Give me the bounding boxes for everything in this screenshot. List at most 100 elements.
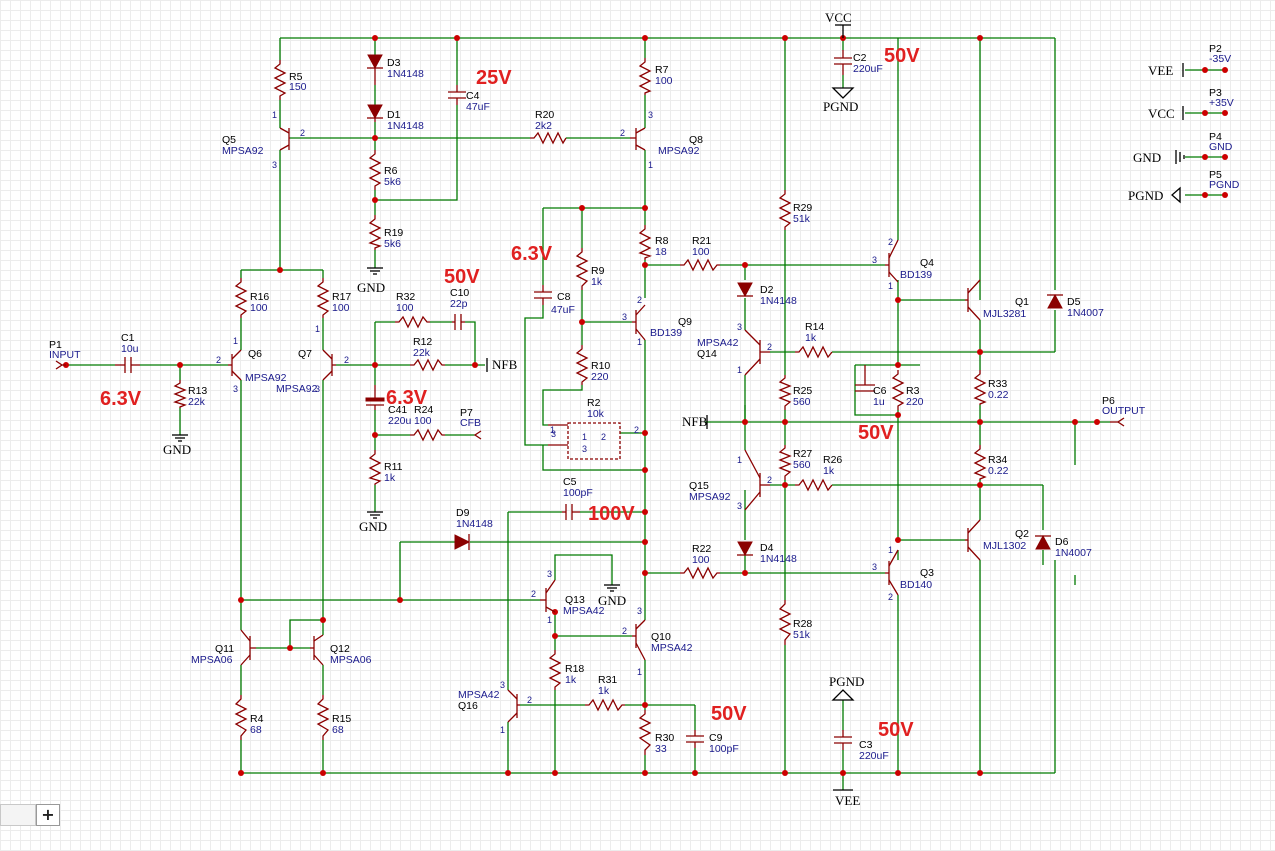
q11-value: MPSA06: [191, 654, 233, 666]
p6-ref: P6: [1102, 395, 1115, 407]
r24-ref: R24: [414, 404, 433, 416]
q7-ref: Q7: [298, 348, 312, 360]
q13-ref: Q13: [565, 594, 585, 606]
p2-name: -35V: [1209, 53, 1231, 65]
p7-name: CFB: [460, 417, 481, 429]
capacitor-symbols: [115, 50, 875, 750]
p2-net: VEE: [1148, 63, 1173, 78]
r27-value: 560: [793, 459, 811, 471]
r8-ref: R8: [655, 235, 669, 247]
q16-value: MPSA42: [458, 689, 500, 701]
gnd-label-3: GND: [359, 519, 387, 534]
volt-63v-3: 6.3V: [386, 387, 428, 409]
d2-value: 1N4148: [760, 295, 797, 307]
d9-ref: D9: [456, 507, 470, 519]
q6-ref: Q6: [248, 348, 262, 360]
r22-ref: R22: [692, 543, 711, 555]
volt-50v-1: 50V: [884, 45, 920, 67]
r6-value: 5k6: [384, 176, 401, 188]
volt-63v-1: 6.3V: [511, 243, 553, 265]
resistor-symbols: [173, 58, 987, 755]
c9-ref: C9: [709, 732, 723, 744]
q3-value: BD140: [900, 579, 932, 591]
q9-ref: Q9: [678, 316, 692, 328]
r31-ref: R31: [598, 674, 617, 686]
r26-value: 1k: [823, 465, 835, 477]
r5-ref: R5: [289, 71, 303, 83]
r11-value: 1k: [384, 472, 396, 484]
q14-pin-2: 2: [767, 342, 772, 352]
q16-pin-3: 3: [500, 680, 505, 690]
q3-pin-1: 1: [888, 545, 893, 555]
junctions: [63, 35, 1228, 776]
c5-value: 100pF: [563, 487, 593, 499]
q6-value: MPSA92: [245, 372, 287, 384]
wires: [66, 37, 1225, 790]
q5-pin-2: 2: [300, 128, 305, 138]
zoom-in-button[interactable]: +: [36, 804, 60, 826]
r7-ref: R7: [655, 64, 669, 76]
vee-label: VEE: [835, 793, 860, 808]
r16-ref: R16: [250, 291, 269, 303]
labels: VCC PGND GND GND GND GND NFB NFB PGND VE…: [49, 10, 1240, 808]
c2-ref: C2: [853, 52, 867, 64]
volt-50v-2: 50V: [444, 266, 480, 288]
r2-inner-pin-2: 2: [601, 432, 606, 442]
q6-pin-3: 3: [233, 384, 238, 394]
q14-value: MPSA42: [697, 337, 739, 349]
r17-ref: R17: [332, 291, 351, 303]
c1-value: 10u: [121, 343, 139, 355]
r13-value: 22k: [188, 396, 206, 408]
q7-pin-2: 2: [344, 355, 349, 365]
d1-value: 1N4148: [387, 120, 424, 132]
r26-ref: R26: [823, 454, 842, 466]
d5-ref: D5: [1067, 296, 1081, 308]
r25-value: 560: [793, 396, 811, 408]
r29-ref: R29: [793, 202, 812, 214]
gnd-label-2: GND: [163, 442, 191, 457]
p4-ref: P4: [1209, 131, 1222, 143]
q7-value: MPSA92: [276, 383, 318, 395]
q15-pin-1: 1: [737, 455, 742, 465]
q11-ref: Q11: [215, 643, 234, 655]
r21-ref: R21: [692, 235, 711, 247]
r30-value: 33: [655, 743, 667, 755]
q10-pin-2: 2: [622, 626, 627, 636]
pgnd-label-bottom: PGND: [829, 674, 864, 689]
q7-pin-3: 3: [315, 384, 320, 394]
p2-ref: P2: [1209, 43, 1222, 55]
p3-ref: P3: [1209, 87, 1222, 99]
r33-value: 0.22: [988, 389, 1009, 401]
r16-value: 100: [250, 302, 268, 314]
gnd-label-1: GND: [357, 280, 385, 295]
q10-pin-3: 3: [637, 606, 642, 616]
p7-ref: P7: [460, 407, 473, 419]
zoom-out-button[interactable]: [0, 804, 36, 826]
d6-ref: D6: [1055, 536, 1069, 548]
r2-inner-pin-3: 3: [582, 444, 587, 454]
r28-value: 51k: [793, 629, 811, 641]
diode-symbols: [367, 54, 1063, 557]
r15-ref: R15: [332, 713, 351, 725]
q4-pin-2: 2: [888, 237, 893, 247]
q14-pin-1: 1: [737, 365, 742, 375]
q5-value: MPSA92: [222, 145, 264, 157]
r28-ref: R28: [793, 618, 812, 630]
r33-ref: R33: [988, 378, 1007, 390]
q15-value: MPSA92: [689, 491, 731, 503]
q2-ref: Q2: [1015, 528, 1029, 540]
ground-symbols: [55, 24, 1185, 791]
r19-value: 5k6: [384, 238, 401, 250]
volt-50v-4: 50V: [711, 703, 747, 725]
r10-ref: R10: [591, 360, 610, 372]
r11-ref: R11: [384, 461, 403, 473]
p5-net: PGND: [1128, 188, 1163, 203]
q9-pin-3: 3: [622, 312, 627, 322]
transistor-symbols: [228, 127, 981, 723]
q14-ref: Q14: [697, 348, 717, 360]
d1-ref: D1: [387, 109, 401, 121]
r22-value: 100: [692, 554, 710, 566]
r20-ref: R20: [535, 109, 554, 121]
